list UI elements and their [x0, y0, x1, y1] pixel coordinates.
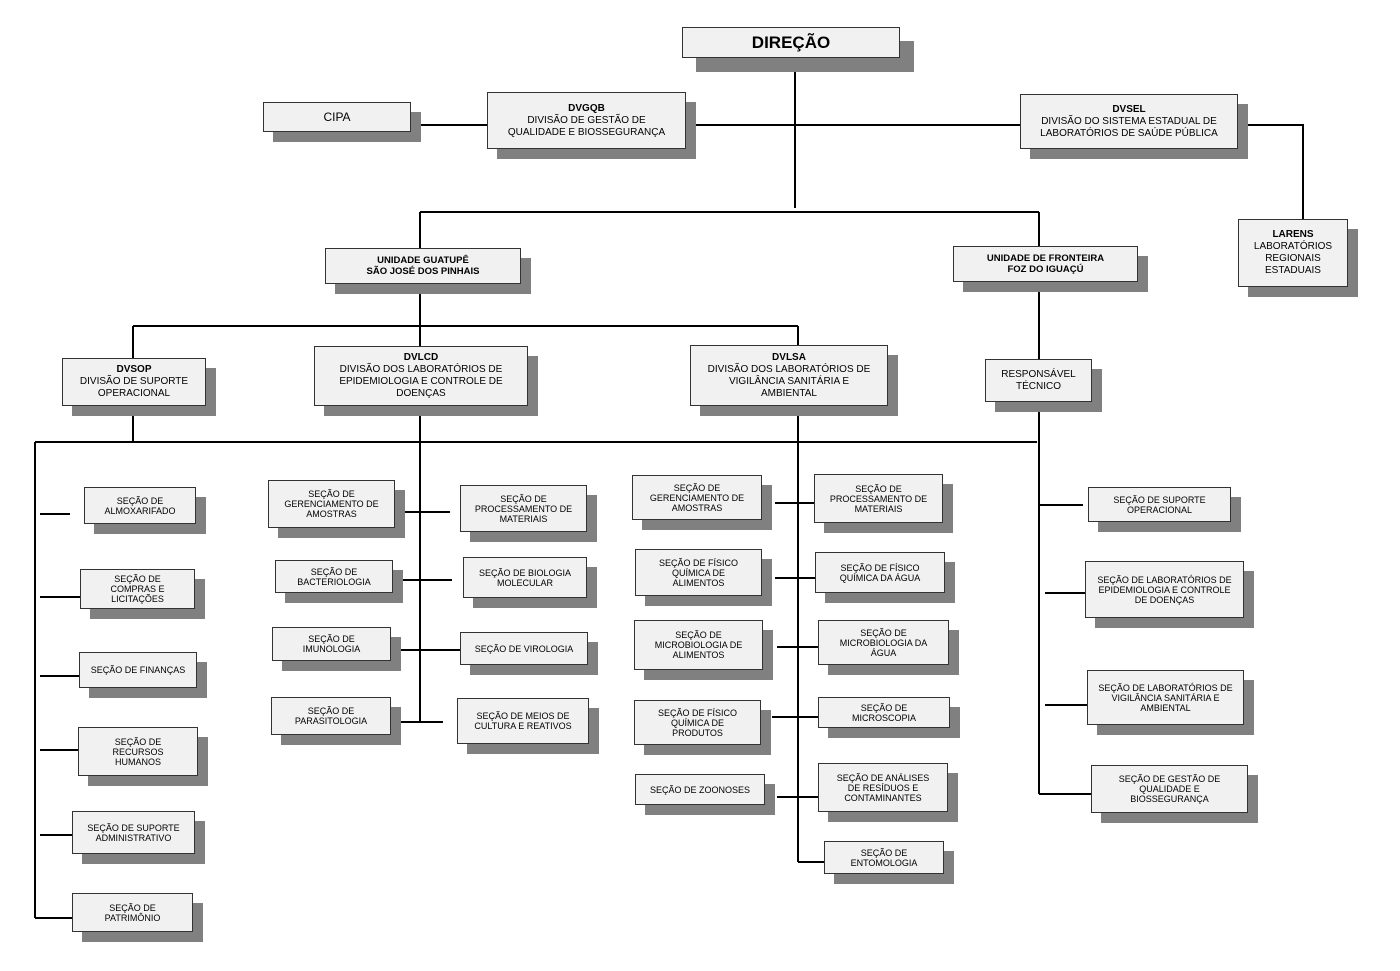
- section-label: SEÇÃO DE IMUNOLOGIA: [302, 634, 361, 654]
- section-box: SEÇÃO DE ENTOMOLOGIA: [824, 841, 944, 874]
- cipa-label: CIPA: [323, 110, 351, 124]
- unidade-guatupe-label: UNIDADE GUATUPÊ SÃO JOSÉ DOS PINHAIS: [366, 255, 480, 277]
- section-label: SEÇÃO DE LABORATÓRIOS DE VIGILÂNCIA SANI…: [1098, 682, 1233, 713]
- section-box: SEÇÃO DE FINANÇAS: [79, 652, 197, 688]
- section-box: SEÇÃO DE FÍSICO QUÍMICA DE PRODUTOS: [634, 700, 761, 745]
- section-box: SEÇÃO DE SUPORTE ADMINISTRATIVO: [72, 811, 195, 854]
- section-label: SEÇÃO DE PROCESSAMENTO DE MATERIAIS: [829, 483, 928, 514]
- section-label: SEÇÃO DE PATRIMÔNIO: [104, 902, 161, 923]
- section-box: SEÇÃO DE MICROBIOLOGIA DA ÁGUA: [818, 620, 949, 665]
- section-label: SEÇÃO DE SUPORTE ADMINISTRATIVO: [87, 822, 180, 843]
- responsavel-tecnico-box: RESPONSÁVEL TÉCNICO: [985, 359, 1092, 402]
- section-box: SEÇÃO DE PARASITOLOGIA: [271, 697, 391, 735]
- section-label: SEÇÃO DE GERENCIAMENTO DE AMOSTRAS: [284, 489, 379, 519]
- section-label: SEÇÃO DE ZOONOSES: [649, 784, 751, 795]
- section-box: SEÇÃO DE MEIOS DE CULTURA E REATIVOS: [457, 698, 589, 744]
- direcao-label: DIREÇÃO: [751, 32, 831, 52]
- larens-name: LABORATÓRIOS REGIONAIS ESTADUAIS: [1253, 241, 1333, 276]
- unidade-guatupe-box: UNIDADE GUATUPÊ SÃO JOSÉ DOS PINHAIS: [325, 248, 521, 284]
- section-label: SEÇÃO DE FÍSICO QUÍMICA DA ÁGUA: [839, 562, 921, 583]
- section-label: SEÇÃO DE BIOLOGIA MOLECULAR: [478, 567, 572, 588]
- section-box: SEÇÃO DE FÍSICO QUÍMICA DA ÁGUA: [815, 552, 945, 593]
- section-box: SEÇÃO DE BIOLOGIA MOLECULAR: [463, 557, 587, 598]
- section-box: SEÇÃO DE MICROSCOPIA: [818, 697, 950, 728]
- dvlcd-name: DIVISÃO DOS LABORATÓRIOS DE EPIDEMIOLOGI…: [339, 364, 503, 399]
- section-box: SEÇÃO DE LABORATÓRIOS DE EPIDEMIOLOGIA E…: [1085, 561, 1244, 618]
- section-box: SEÇÃO DE SUPORTE OPERACIONAL: [1088, 487, 1231, 522]
- section-label: SEÇÃO DE FÍSICO QUÍMICA DE PRODUTOS: [657, 707, 737, 738]
- section-label: SEÇÃO DE LABORATÓRIOS DE EPIDEMIOLOGIA E…: [1097, 574, 1232, 605]
- direcao-box: DIREÇÃO: [682, 27, 900, 58]
- unidade-fronteira-box: UNIDADE DE FRONTEIRA FOZ DO IGUAÇÚ: [953, 246, 1138, 282]
- dvgqb-name: DIVISÃO DE GESTÃO DE QUALIDADE E BIOSSEG…: [507, 114, 666, 138]
- section-label: SEÇÃO DE MEIOS DE CULTURA E REATIVOS: [474, 711, 572, 731]
- dvlsa-name: DIVISÃO DOS LABORATÓRIOS DE VIGILÂNCIA S…: [707, 363, 871, 399]
- dvsel-name: DIVISÃO DO SISTEMA ESTADUAL DE LABORATÓR…: [1040, 115, 1218, 139]
- section-label: SEÇÃO DE COMPRAS E LICITAÇÕES: [110, 574, 165, 604]
- cipa-box: CIPA: [263, 102, 411, 132]
- section-box: SEÇÃO DE FÍSICO QUÍMICA DE ALIMENTOS: [635, 549, 762, 596]
- section-label: SEÇÃO DE FINANÇAS: [90, 665, 186, 675]
- dvsel-code: DVSEL: [1112, 103, 1146, 115]
- section-label: SEÇÃO DE PARASITOLOGIA: [294, 706, 368, 726]
- section-label: SEÇÃO DE VIROLOGIA: [474, 643, 574, 654]
- section-box: SEÇÃO DE BACTERIOLOGIA: [275, 560, 393, 593]
- section-label: SEÇÃO DE RECURSOS HUMANOS: [112, 736, 164, 767]
- section-box: SEÇÃO DE COMPRAS E LICITAÇÕES: [80, 569, 195, 609]
- section-label: SEÇÃO DE FÍSICO QUÍMICA DE ALIMENTOS: [658, 557, 738, 588]
- section-label: SEÇÃO DE ALMOXARIFADO: [104, 495, 176, 516]
- dvsop-name: DIVISÃO DE SUPORTE OPERACIONAL: [79, 376, 189, 399]
- dvgqb-code: DVGQB: [568, 102, 605, 114]
- unidade-fronteira-label: UNIDADE DE FRONTEIRA FOZ DO IGUAÇÚ: [986, 253, 1105, 275]
- section-box: SEÇÃO DE MICROBIOLOGIA DE ALIMENTOS: [634, 620, 763, 670]
- section-label: SEÇÃO DE SUPORTE OPERACIONAL: [1113, 494, 1206, 515]
- section-box: SEÇÃO DE IMUNOLOGIA: [272, 627, 391, 661]
- section-label: SEÇÃO DE ANÁLISES DE RESÍDUOS E CONTAMIN…: [836, 772, 930, 803]
- dvlcd-code: DVLCD: [403, 352, 439, 363]
- dvsop-code: DVSOP: [116, 364, 152, 375]
- section-box: SEÇÃO DE GERENCIAMENTO DE AMOSTRAS: [632, 475, 762, 520]
- section-box: SEÇÃO DE LABORATÓRIOS DE VIGILÂNCIA SANI…: [1087, 670, 1244, 725]
- section-box: SEÇÃO DE GESTÃO DE QUALIDADE E BIOSSEGUR…: [1091, 765, 1248, 813]
- section-label: SEÇÃO DE MICROSCOPIA: [851, 702, 916, 723]
- section-box: SEÇÃO DE ZOONOSES: [635, 774, 765, 805]
- section-box: SEÇÃO DE ANÁLISES DE RESÍDUOS E CONTAMIN…: [818, 763, 948, 812]
- section-box: SEÇÃO DE PROCESSAMENTO DE MATERIAIS: [814, 474, 943, 523]
- section-box: SEÇÃO DE GERENCIAMENTO DE AMOSTRAS: [268, 480, 395, 528]
- larens-code: LARENS: [1272, 229, 1314, 240]
- section-label: SEÇÃO DE BACTERIOLOGIA: [297, 566, 371, 587]
- section-label: SEÇÃO DE MICROBIOLOGIA DE ALIMENTOS: [654, 630, 743, 660]
- section-label: SEÇÃO DE GESTÃO DE QUALIDADE E BIOSSEGUR…: [1118, 774, 1221, 804]
- section-box: SEÇÃO DE VIROLOGIA: [460, 632, 588, 665]
- section-box: SEÇÃO DE ALMOXARIFADO: [84, 487, 196, 524]
- section-box: SEÇÃO DE RECURSOS HUMANOS: [78, 727, 198, 776]
- section-label: SEÇÃO DE PROCESSAMENTO DE MATERIAIS: [474, 493, 573, 524]
- section-label: SEÇÃO DE GERENCIAMENTO DE AMOSTRAS: [649, 482, 745, 513]
- section-box: SEÇÃO DE PROCESSAMENTO DE MATERIAIS: [460, 485, 587, 532]
- section-label: SEÇÃO DE ENTOMOLOGIA: [850, 847, 918, 868]
- responsavel-tecnico-label: RESPONSÁVEL TÉCNICO: [1001, 368, 1076, 392]
- section-label: SEÇÃO DE MICROBIOLOGIA DA ÁGUA: [839, 627, 928, 658]
- section-box: SEÇÃO DE PATRIMÔNIO: [72, 893, 193, 932]
- dvlsa-code: DVLSA: [772, 351, 806, 363]
